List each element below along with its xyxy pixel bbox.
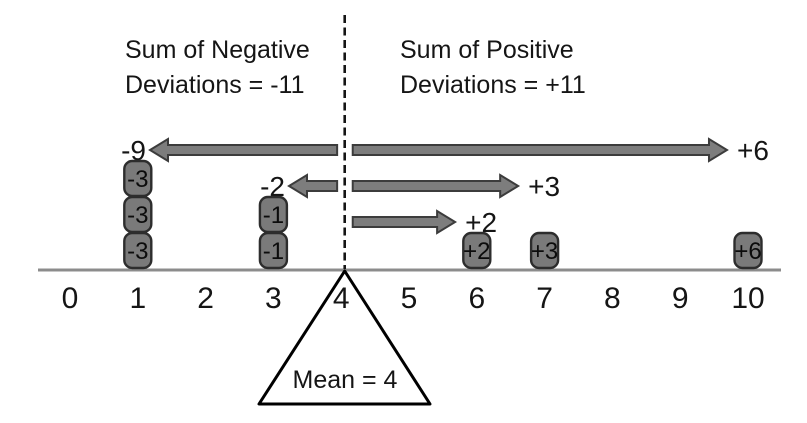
- deviation-box: [733, 231, 763, 270]
- axis-tick-label: 10: [731, 282, 764, 315]
- axis-tick-label: 8: [604, 282, 621, 315]
- mean-label: Mean = 4: [292, 366, 398, 394]
- negative-sum-title: Sum of Negative Deviations = -11: [125, 33, 310, 103]
- axis-tick-label: 5: [401, 282, 418, 315]
- positive-sum-title-line2: Deviations = +11: [400, 71, 586, 99]
- deviation-box-label: -3: [127, 202, 148, 229]
- negative-sum-title-line1: Sum of Negative: [125, 36, 310, 64]
- negative-sum-title-line2: Deviations = -11: [125, 71, 305, 99]
- deviation-arrow: [351, 173, 521, 199]
- deviation-box-label: -3: [127, 238, 148, 265]
- deviation-arrow: [351, 209, 458, 235]
- axis-tick-label: 0: [62, 282, 79, 315]
- deviation-box: [462, 231, 492, 270]
- deviation-box: [123, 159, 153, 198]
- deviation-box: [258, 195, 289, 234]
- axis-tick-label: 6: [468, 282, 485, 315]
- deviation-box-label: +6: [734, 238, 761, 265]
- deviation-arrow: [287, 173, 339, 199]
- deviation-arrow: [148, 137, 339, 163]
- axis-tick-label: 3: [265, 282, 282, 315]
- deviation-box: [529, 231, 560, 270]
- deviation-arrow-label: +6: [737, 135, 769, 166]
- axis-tick-label: 2: [197, 282, 214, 315]
- deviation-box-label: -3: [127, 166, 148, 193]
- deviation-box-label: -1: [263, 238, 284, 265]
- deviation-arrow: [351, 137, 729, 163]
- axis-tick-label: 4: [333, 282, 350, 315]
- mean-pointer-triangle: [257, 269, 432, 406]
- deviation-box-label: -1: [263, 202, 284, 229]
- deviation-box-label: +3: [531, 238, 558, 265]
- axis-tick-label: 1: [129, 282, 146, 315]
- axis-tick-label: 9: [672, 282, 689, 315]
- deviation-box-label: +2: [463, 238, 490, 265]
- positive-sum-title: Sum of Positive Deviations = +11: [400, 33, 586, 103]
- axis-tick-label: 7: [536, 282, 553, 315]
- positive-sum-title-line1: Sum of Positive: [400, 36, 574, 64]
- deviation-arrow-label: +3: [528, 171, 560, 202]
